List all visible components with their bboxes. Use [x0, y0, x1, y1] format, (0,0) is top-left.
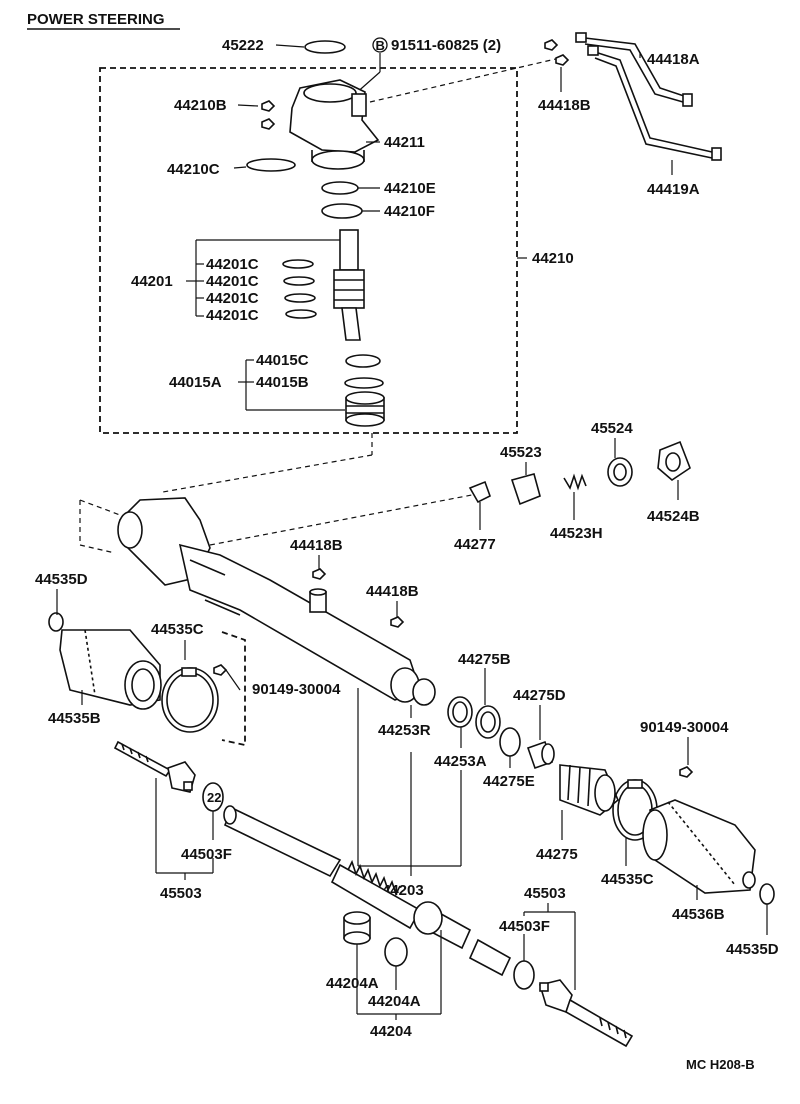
label-45222: 45222: [222, 37, 264, 54]
label-44204A-2: 44204A: [368, 993, 421, 1010]
svg-text:B: B: [376, 38, 385, 53]
diagram-title: POWER STEERING: [27, 11, 165, 28]
part-44210B-nut: [261, 100, 276, 112]
part-44524B: [657, 440, 691, 482]
label-44419A: 44419A: [647, 181, 700, 198]
label-44503F-right: 44503F: [499, 918, 550, 935]
footer-code: MC H208-B: [686, 1057, 755, 1072]
part-44275E-oring: [499, 727, 521, 757]
part-44275-bellows: [559, 764, 619, 816]
part-45524: [607, 457, 633, 487]
part-45503-tie-rod-left: [113, 740, 196, 793]
label-90149-left: 90149-30004: [252, 681, 341, 698]
label-44211: 44211: [384, 134, 425, 151]
part-90149-bolt-left: [213, 664, 228, 676]
label-44201C-4: 44201C: [206, 307, 259, 324]
label-44210C: 44210C: [167, 161, 220, 178]
circled-b-icon: [372, 37, 388, 53]
part-44204A-bushing: [343, 911, 371, 945]
label-91511-60825: 91511-60825 (2): [391, 37, 501, 54]
part-44536B-boot-right: [642, 799, 756, 894]
label-90149-right: 90149-30004: [640, 719, 729, 736]
label-44535D-right: 44535D: [726, 941, 779, 958]
part-44535D-clip-right: [759, 883, 775, 905]
label-44524B: 44524B: [647, 508, 700, 525]
label-44418B-top: 44418B: [538, 97, 591, 114]
part-rack-bar: [223, 805, 512, 977]
label-44210B: 44210B: [174, 97, 227, 114]
label-44015C: 44015C: [256, 352, 309, 369]
part-44503F-left: 22: [202, 782, 224, 812]
label-44535C-right: 44535C: [601, 871, 654, 888]
part-44204A-oring: [384, 937, 408, 967]
label-44015B: 44015B: [256, 374, 309, 391]
label-44253R: 44253R: [378, 722, 431, 739]
label-44275D: 44275D: [513, 687, 566, 704]
part-44211-valve-housing: [289, 79, 380, 170]
label-44201C-3: 44201C: [206, 290, 259, 307]
label-44418A: 44418A: [647, 51, 700, 68]
svg-text:22: 22: [207, 790, 221, 805]
label-44536B: 44536B: [672, 906, 725, 923]
part-44201-control-valve: [333, 229, 365, 341]
part-44535C-clamp-left: [161, 667, 219, 733]
part-44015-bearing: [345, 391, 385, 427]
label-44210: 44210: [532, 250, 574, 267]
label-44535C-left: 44535C: [151, 621, 204, 638]
label-44535B: 44535B: [48, 710, 101, 727]
part-90149-bolt-right: [679, 766, 694, 778]
part-44275B: [475, 705, 501, 739]
part-44275D: [526, 740, 555, 770]
pipe-fittings-top: [544, 32, 722, 161]
label-44275E: 44275E: [483, 773, 535, 790]
label-45523: 45523: [500, 444, 542, 461]
label-44015A: 44015A: [169, 374, 222, 391]
label-45503-left: 45503: [160, 885, 202, 902]
label-44210F: 44210F: [384, 203, 435, 220]
label-44503F-left: 44503F: [181, 846, 232, 863]
label-44253A: 44253A: [434, 753, 487, 770]
label-44204: 44204: [370, 1023, 412, 1040]
part-45503-tie-rod-right: [538, 979, 634, 1048]
part-45523: [510, 473, 541, 506]
label-44277: 44277: [454, 536, 496, 553]
label-44201C-1: 44201C: [206, 256, 259, 273]
part-44253A: [447, 696, 473, 728]
label-45524: 45524: [591, 420, 633, 437]
label-44201C-2: 44201C: [206, 273, 259, 290]
label-44535D-left: 44535D: [35, 571, 88, 588]
part-44277: [468, 480, 491, 504]
part-44210E: [321, 181, 359, 195]
label-44275: 44275: [536, 846, 578, 863]
part-44535D-clip-left: [48, 612, 64, 632]
label-44201: 44201: [131, 273, 173, 290]
gear-valve-assembly-box: [99, 67, 518, 434]
part-44535B-boot-left: [59, 629, 162, 710]
label-44418B-mid1: 44418B: [290, 537, 343, 554]
part-44503F-right: [513, 960, 535, 990]
part-44523H-spring: [563, 473, 587, 491]
label-44523H: 44523H: [550, 525, 603, 542]
label-44204A-1: 44204A: [326, 975, 379, 992]
part-44210C-oring: [246, 158, 296, 172]
part-44210F: [321, 203, 363, 219]
label-45503-right: 45503: [524, 885, 566, 902]
part-gear-housing: [117, 497, 436, 706]
label-44418B-mid2: 44418B: [366, 583, 419, 600]
label-44275B: 44275B: [458, 651, 511, 668]
part-45222-ring: [304, 40, 346, 54]
label-44210E: 44210E: [384, 180, 436, 197]
